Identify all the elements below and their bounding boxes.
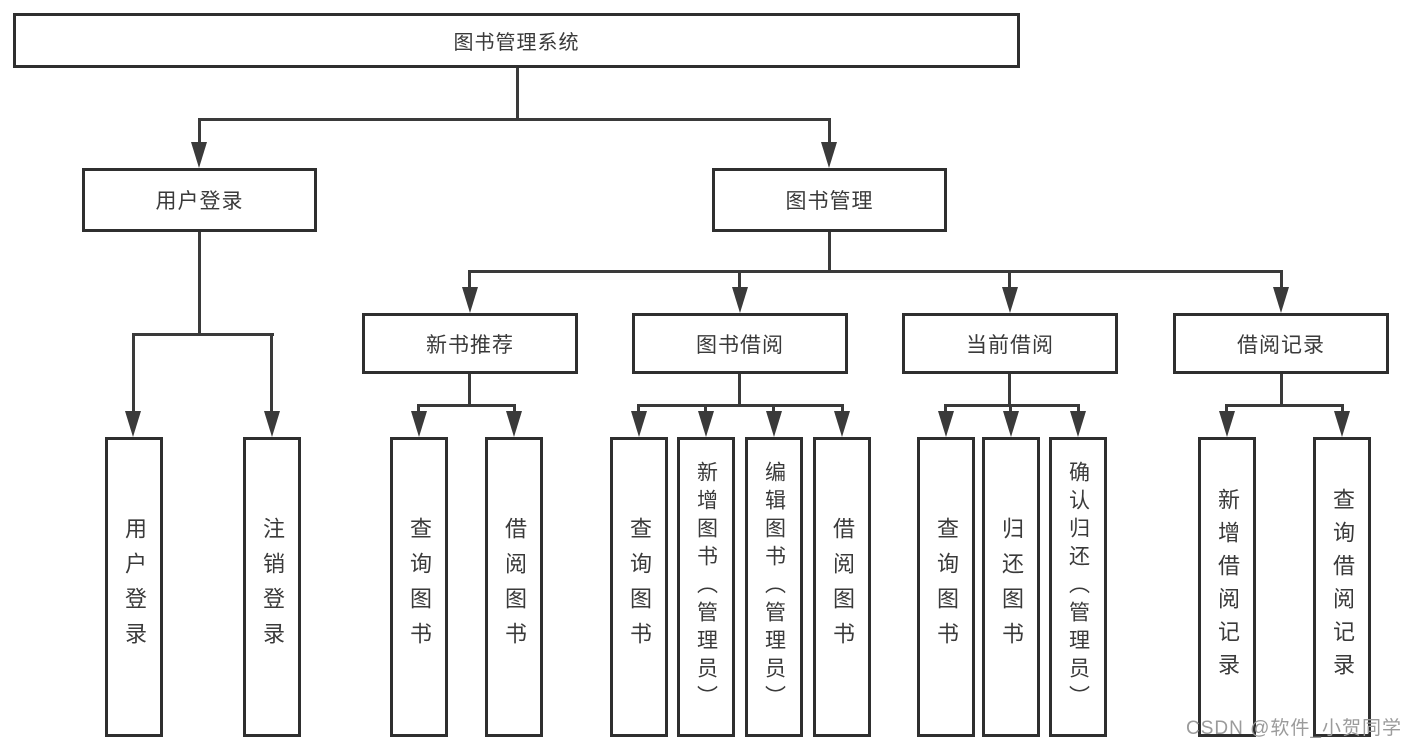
node-borrowing-records: 借阅记录: [1173, 313, 1389, 374]
arrow-down-icon: [766, 411, 782, 437]
arrow-down-icon: [1219, 411, 1235, 437]
arrow-down-icon: [938, 411, 954, 437]
connector-leaf-stem: [270, 333, 273, 413]
connector-l3-stem: [1280, 270, 1283, 290]
node-book-borrowing: 图书借阅: [632, 313, 848, 374]
connector-l3-down: [738, 374, 741, 407]
connector-leaf-stem: [704, 404, 707, 416]
connector-leaf-stem: [1225, 404, 1228, 416]
arrow-down-icon: [125, 411, 141, 437]
connector-book-mgmt-stem: [828, 118, 831, 146]
leaf-add-borrow-record: 新增借阅记录: [1198, 437, 1256, 737]
connector-leaf-stem: [841, 404, 844, 416]
connector-leaf-stem: [1009, 404, 1012, 416]
connector-user-login-down: [198, 232, 201, 335]
connector-l3-down: [468, 374, 471, 407]
node-library-system: 图书管理系统: [13, 13, 1020, 68]
leaf-borrow-books-recommend: 借阅图书: [485, 437, 543, 737]
connector-leaf-stem: [772, 404, 775, 416]
connector-l3-stem: [738, 270, 741, 290]
leaf-query-books-borrowing: 查询图书: [610, 437, 668, 737]
leaf-user-login: 用户登录: [105, 437, 163, 737]
connector-user-login-stem: [198, 118, 201, 146]
node-new-book-recommend: 新书推荐: [362, 313, 578, 374]
connector-leaf-stem: [1077, 404, 1080, 416]
connector-l3-hline: [637, 404, 844, 407]
connector-leaf-stem: [944, 404, 947, 416]
connector-user-login-hline: [132, 333, 274, 336]
arrow-down-icon: [411, 411, 427, 437]
leaf-query-borrow-record: 查询借阅记录: [1313, 437, 1371, 737]
connector-l3-stem: [1008, 270, 1011, 290]
node-book-management: 图书管理: [712, 168, 947, 232]
connector-root-hline: [198, 118, 831, 121]
arrow-down-icon: [631, 411, 647, 437]
connector-l3-stem: [468, 270, 471, 290]
arrow-down-icon: [506, 411, 522, 437]
arrow-down-icon: [834, 411, 850, 437]
arrow-down-icon: [462, 287, 478, 313]
connector-l3-hline: [944, 404, 1080, 407]
arrow-down-icon: [191, 142, 207, 168]
arrow-down-icon: [264, 411, 280, 437]
connector-book-mgmt-hline: [468, 270, 1283, 273]
arrow-down-icon: [1070, 411, 1086, 437]
leaf-add-book-admin: 新增图书（管理员）: [677, 437, 735, 737]
arrow-down-icon: [1003, 411, 1019, 437]
leaf-confirm-return-admin: 确认归还（管理员）: [1049, 437, 1107, 737]
arrow-down-icon: [732, 287, 748, 313]
connector-l3-hline: [417, 404, 516, 407]
connector-root-stem: [516, 68, 519, 120]
arrow-down-icon: [1002, 287, 1018, 313]
node-current-borrowing: 当前借阅: [902, 313, 1118, 374]
node-user-login: 用户登录: [82, 168, 317, 232]
arrow-down-icon: [698, 411, 714, 437]
connector-leaf-stem: [132, 333, 135, 413]
leaf-borrow-books-borrowing: 借阅图书: [813, 437, 871, 737]
leaf-query-books-recommend: 查询图书: [390, 437, 448, 737]
connector-book-mgmt-down: [828, 232, 831, 272]
leaf-logout-login: 注销登录: [243, 437, 301, 737]
connector-leaf-stem: [513, 404, 516, 416]
connector-leaf-stem: [637, 404, 640, 416]
connector-leaf-stem: [417, 404, 420, 416]
arrow-down-icon: [1273, 287, 1289, 313]
connector-l3-hline: [1225, 404, 1344, 407]
leaf-return-books: 归还图书: [982, 437, 1040, 737]
arrow-down-icon: [1334, 411, 1350, 437]
watermark: CSDN @软件_小贺同学: [1186, 718, 1402, 739]
leaf-query-books-current: 查询图书: [917, 437, 975, 737]
leaf-edit-book-admin: 编辑图书（管理员）: [745, 437, 803, 737]
connector-l3-down: [1280, 374, 1283, 407]
arrow-down-icon: [821, 142, 837, 168]
connector-l3-down: [1008, 374, 1011, 407]
connector-leaf-stem: [1341, 404, 1344, 416]
